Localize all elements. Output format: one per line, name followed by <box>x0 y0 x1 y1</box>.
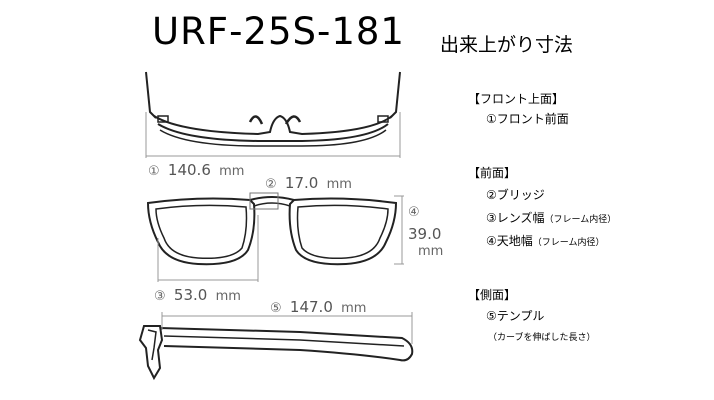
legend-side-header: 【側面】 <box>468 288 517 302</box>
dimension-5-label: ⑤ 147.0 mm <box>270 298 367 316</box>
legend-lens-height: ④天地幅（フレーム内径） <box>486 234 605 248</box>
dimension-4-value: 39.0 <box>408 225 442 243</box>
side-view-drawing <box>138 325 414 381</box>
legend-front-top-header: 【フロント上面】 <box>468 92 565 106</box>
legend-temple-note: （カーブを伸ばした長さ） <box>488 333 596 343</box>
page-subtitle: 出来上がり寸法 <box>440 34 574 56</box>
dimension-2-label: ② 17.0 mm <box>265 174 352 192</box>
legend-front-header: 【前面】 <box>468 166 517 180</box>
dimension-1-guide <box>145 112 401 158</box>
dimension-4-unit: mm <box>418 244 444 259</box>
front-view-drawing <box>146 196 398 266</box>
dimension-4-marker: ④ <box>408 205 420 220</box>
legend-temple: ⑤テンプル <box>486 309 545 323</box>
bridge-dimension-box <box>249 192 279 210</box>
legend-lens-width: ③レンズ幅（フレーム内径） <box>486 211 617 225</box>
dimension-1-label: ① 140.6 mm <box>148 161 245 179</box>
legend-front-top-item: ①フロント前面 <box>486 112 569 126</box>
dimension-5-guide <box>161 312 413 344</box>
dimension-3-guide <box>157 215 259 282</box>
legend-bridge: ②ブリッジ <box>486 188 545 202</box>
dimension-4-guide <box>394 195 404 265</box>
top-view-drawing <box>145 71 401 147</box>
model-title: URF-25S-181 <box>152 10 405 53</box>
dimension-3-label: ③ 53.0 mm <box>154 286 241 304</box>
